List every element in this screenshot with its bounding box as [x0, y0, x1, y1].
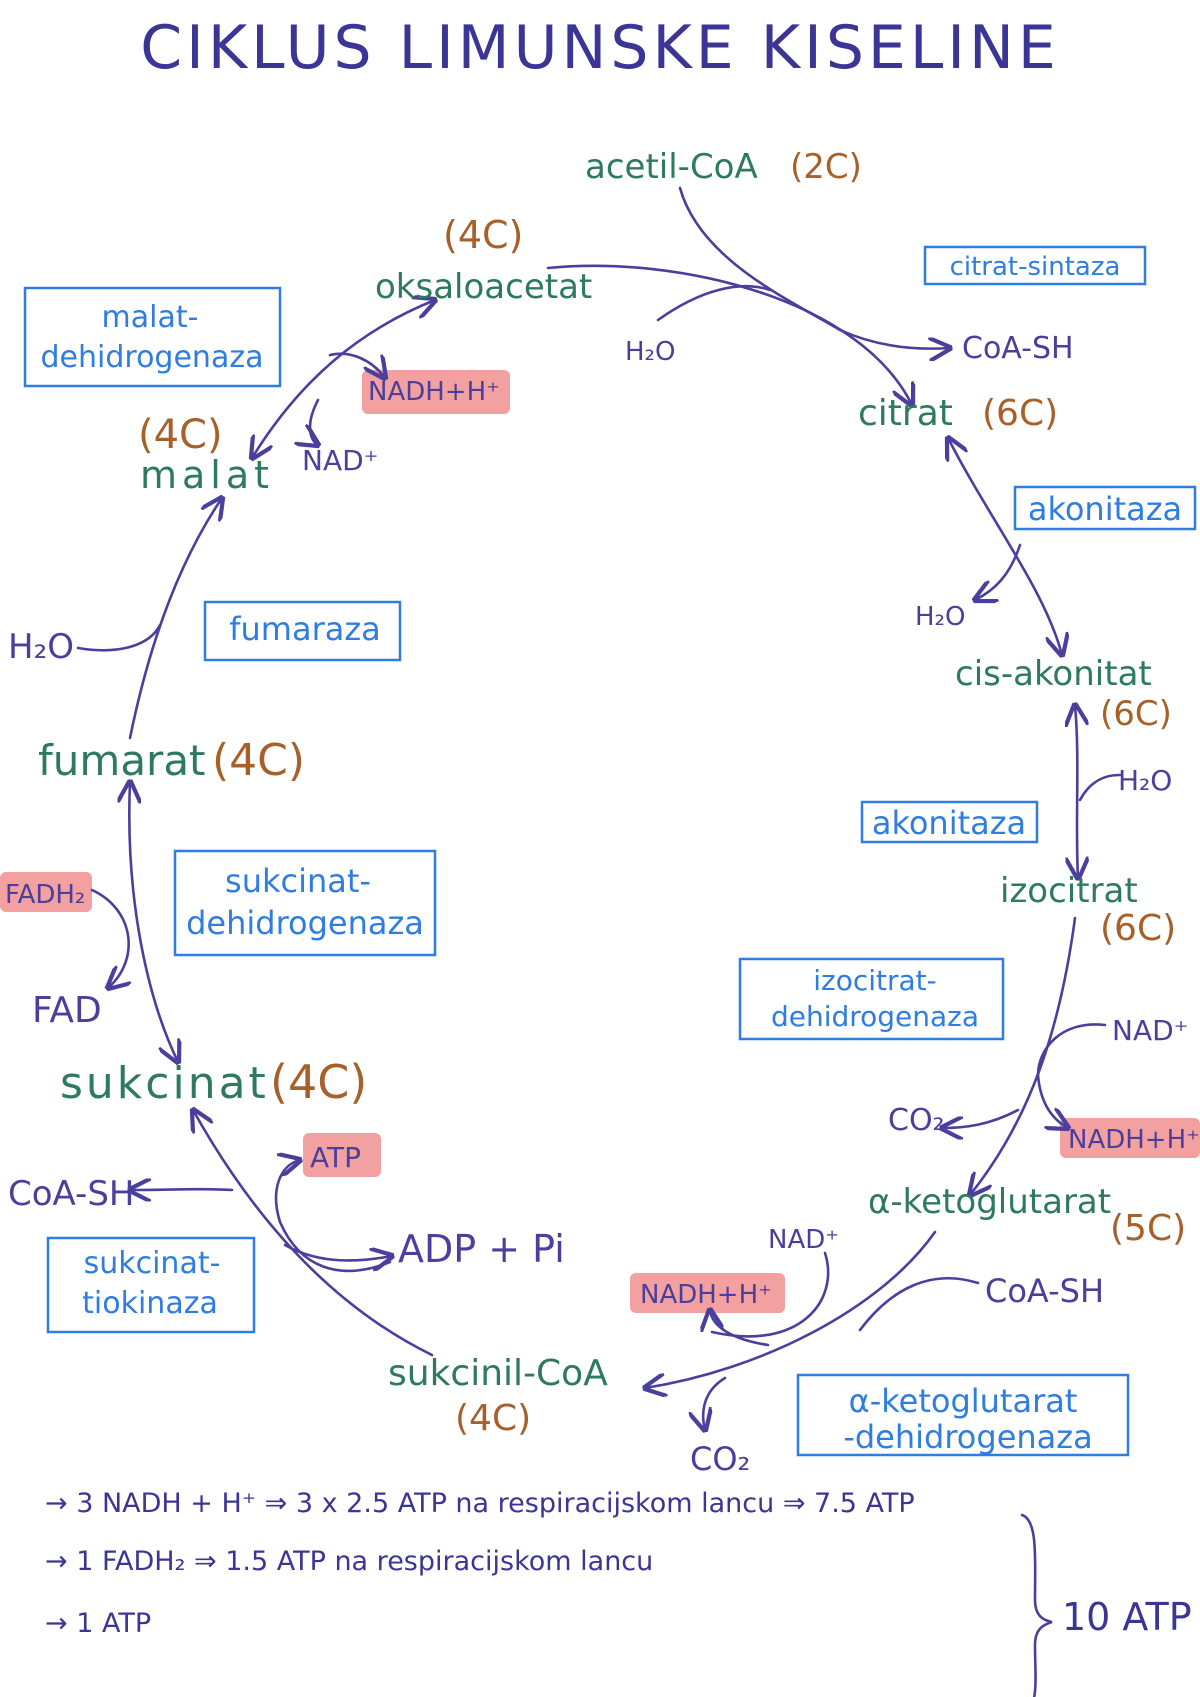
- carbon-malate: (4C): [138, 412, 223, 458]
- enzyme-box-fumarase: [203, 600, 402, 662]
- carbon-acetyl-coa: (2C): [790, 147, 862, 187]
- carbon-oxaloacetate: (4C): [443, 213, 523, 257]
- arrow-malate-to-oxaloacetate: [252, 300, 435, 458]
- enzyme-alpha-kg-dh-1: α-ketoglutarat: [849, 1382, 1078, 1420]
- cofactor-coa-sh-3: CoA-SH: [8, 1174, 134, 1214]
- arrow-nadh-out-2: [710, 1310, 770, 1347]
- carbon-succinate: (4C): [270, 1055, 367, 1109]
- summary-line-3: → 1 ATP: [45, 1608, 151, 1639]
- highlight-nadh-3: [630, 1273, 785, 1313]
- arrow-cis-aconitate-to-isocitrate: [1075, 705, 1078, 878]
- enzyme-malate-dh-1: malat-: [102, 300, 199, 335]
- arrow-alpha-kg-to-succinyl-coa: [645, 1230, 937, 1388]
- compound-oxaloacetate: oksaloacetat: [375, 267, 592, 307]
- highlight-atp: [303, 1133, 381, 1177]
- cofactor-h2o-4: H₂O: [8, 627, 74, 667]
- cofactor-h2o-2: H₂O: [915, 602, 965, 632]
- arrow-nad-in-2: [710, 1251, 830, 1338]
- arrow-acetyl-coa-in: [678, 186, 842, 332]
- enzyme-alpha-kg-dh-2: -dehidrogenaza: [843, 1418, 1092, 1456]
- enzyme-succinate-dh-2: dehidrogenaza: [186, 904, 424, 942]
- enzyme-succinyl-coa-synthetase-1: sukcinat-: [84, 1246, 221, 1281]
- arrow-coa-sh-out-3: [130, 1189, 234, 1190]
- cofactor-co2-1: CO₂: [888, 1103, 945, 1138]
- summary-line-1: → 3 NADH + H⁺ ⇒ 3 x 2.5 ATP na respiraci…: [45, 1488, 915, 1519]
- enzyme-box-aconitase-2: [860, 800, 1039, 844]
- compound-fumarate: fumarat: [38, 736, 206, 785]
- arrow-citrate-to-cis-aconitate: [948, 438, 1062, 655]
- enzyme-fumarase: fumaraza: [229, 610, 381, 648]
- cofactor-coa-sh-1: CoA-SH: [962, 331, 1074, 366]
- enzyme-isocitrate-dh-1: izocitrat-: [813, 964, 937, 997]
- enzyme-box-alpha-kg-dh: [796, 1373, 1130, 1457]
- enzyme-succinate-dh-1: sukcinat-: [225, 862, 371, 900]
- cofactor-nad-1: NAD⁺: [1112, 1014, 1188, 1047]
- compound-alpha-kg: α-ketoglutarat: [868, 1182, 1111, 1222]
- carbon-isocitrate: (6C): [1100, 908, 1176, 949]
- cofactor-atp: ATP: [310, 1141, 361, 1174]
- enzyme-box-citrate-synthase: [923, 245, 1147, 286]
- cofactor-adp-pi: ADP + Pi: [398, 1227, 565, 1271]
- compound-acetyl-coa: acetil-CoA: [585, 147, 758, 187]
- enzyme-box-isocitrate-dh: [738, 957, 1005, 1041]
- highlight-fadh2: [0, 872, 92, 912]
- summary-bracket: [1020, 1513, 1053, 1697]
- arrow-h2o-in-2: [1078, 773, 1122, 802]
- arrow-co2-out-2: [703, 1376, 727, 1430]
- cofactor-co2-2: CO₂: [690, 1440, 750, 1478]
- cofactor-nad-3: NAD⁺: [302, 444, 378, 477]
- arrow-h2o-in: [656, 284, 772, 322]
- carbon-citrate: (6C): [982, 393, 1058, 434]
- page-title: CIKLUS LIMUNSKE KISELINE: [140, 13, 1060, 83]
- cofactor-nadh-1: NADH+H⁺: [1068, 1125, 1200, 1155]
- arrow-adp-to-right: [283, 1243, 392, 1260]
- arrow-nadh-out-1: [1036, 1073, 1068, 1128]
- arrow-fadh2-fad: [90, 888, 129, 988]
- arrow-oxaloacetate-to-citrate: [546, 264, 912, 405]
- cofactor-fad: FAD: [32, 990, 102, 1031]
- cofactor-fadh2: FADH₂: [5, 880, 85, 910]
- cofactor-h2o-3: H₂O: [1118, 764, 1172, 797]
- compound-citrate: citrat: [858, 393, 953, 434]
- arrow-nadh-out-3: [328, 352, 385, 378]
- arrow-co2-out-1: [942, 1108, 1020, 1128]
- arrow-atp-out: [274, 1160, 300, 1224]
- carbon-alpha-kg: (5C): [1110, 1208, 1186, 1249]
- summary-total: 10 ATP: [1062, 1595, 1192, 1639]
- arrow-fumarate-to-malate: [128, 498, 222, 740]
- summary-line-2: → 1 FADH₂ ⇒ 1.5 ATP na respiracijskom la…: [45, 1546, 653, 1577]
- arrow-succinyl-coa-to-succinate: [193, 1110, 434, 1357]
- carbon-fumarate: (4C): [212, 735, 305, 786]
- compound-succinate: sukcinat: [60, 1058, 269, 1109]
- compound-malate: malat: [140, 453, 274, 497]
- carbon-cis-aconitate: (6C): [1100, 694, 1172, 734]
- cofactor-nadh-2: NADH+H⁺: [640, 1280, 772, 1310]
- carbon-succinyl-coa: (4C): [455, 1398, 531, 1439]
- enzyme-aconitase-1: akonitaza: [1028, 490, 1182, 528]
- compound-isocitrate: izocitrat: [1000, 871, 1138, 911]
- arrow-adp-pi-in: [278, 1220, 392, 1273]
- cofactor-nad-2: NAD⁺: [768, 1225, 839, 1255]
- arrow-succinate-to-fumarate: [129, 782, 178, 1062]
- enzyme-succinyl-coa-synthetase-2: tiokinaza: [82, 1286, 218, 1321]
- arrow-h2o-in-4: [76, 623, 162, 652]
- arrow-h2o-out-1: [975, 543, 1022, 600]
- enzyme-aconitase-2: akonitaza: [872, 804, 1026, 842]
- compound-succinyl-coa: sukcinil-CoA: [388, 1353, 608, 1394]
- arrow-coa-sh-out: [838, 328, 950, 349]
- arrow-nad-in-3: [310, 398, 318, 445]
- cofactor-coa-sh-2: CoA-SH: [985, 1272, 1104, 1310]
- cofactor-nadh-3: NADH+H⁺: [368, 377, 500, 407]
- arrow-coa-sh-in-2: [858, 1276, 980, 1332]
- compound-cis-aconitate: cis-akonitat: [955, 654, 1152, 694]
- arrow-nad-in-1: [1036, 1023, 1107, 1077]
- enzyme-malate-dh-2: dehidrogenaza: [41, 340, 264, 375]
- cofactor-h2o-1: H₂O: [625, 337, 675, 367]
- highlight-nadh-2: [1060, 1118, 1200, 1158]
- enzyme-citrate-synthase: citrat-sintaza: [950, 252, 1121, 282]
- enzyme-box-succinyl-coa-synthetase: [46, 1236, 256, 1334]
- enzyme-isocitrate-dh-2: dehidrogenaza: [771, 1000, 979, 1033]
